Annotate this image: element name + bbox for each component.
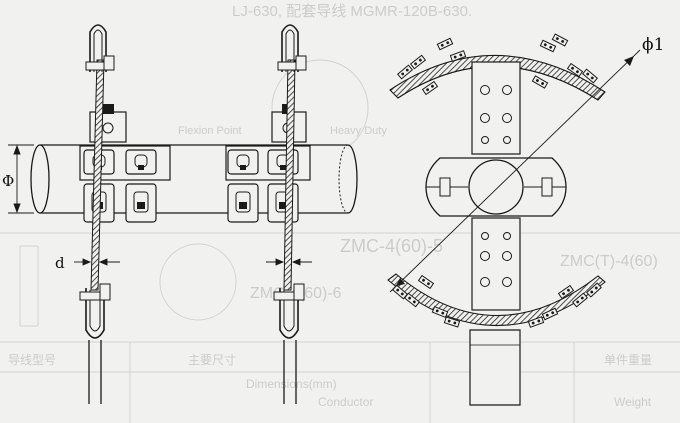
d-label: d bbox=[55, 254, 65, 272]
bleed-text-r5c: 主要尺寸 bbox=[188, 353, 236, 367]
bleed-text-r6c: Weight bbox=[614, 395, 652, 409]
left-spacer-assembly bbox=[79, 24, 171, 404]
phi1-leader bbox=[389, 49, 641, 293]
front-view bbox=[387, 33, 641, 406]
bleed-text-r1b: Heavy Duty bbox=[330, 125, 387, 137]
bleed-text-r1a: Flexion Point bbox=[178, 125, 242, 137]
bleed-through-layer: LJ-630, 配套导线 MGMR-120B-630. Flexion Poin… bbox=[0, 3, 680, 423]
right-spacer-assembly bbox=[225, 24, 312, 404]
bleed-text-r6b: Dimensions(mm) bbox=[246, 377, 337, 391]
lower-bolt-holes bbox=[480, 232, 512, 287]
bleed-text-top: LJ-630, 配套导线 MGMR-120B-630. bbox=[232, 3, 472, 20]
upper-bolt-holes bbox=[480, 85, 512, 144]
bleed-text-r3b: ZMC(T)-4(60) bbox=[560, 253, 658, 270]
bleed-table-lines bbox=[0, 59, 680, 423]
bleed-text-r5b: 导线型号 bbox=[8, 353, 56, 367]
diameter-label: Φ bbox=[2, 172, 14, 190]
diameter-dimension bbox=[8, 144, 34, 214]
bleed-text-r4: Conductor bbox=[318, 395, 373, 409]
bleed-text-r2a: ZMC-4(60)-5 bbox=[340, 236, 443, 256]
tube-clamp bbox=[425, 157, 567, 217]
phi1-label: ϕ1 bbox=[642, 35, 664, 55]
d-dimension bbox=[74, 258, 120, 266]
side-view: Φ bbox=[2, 24, 358, 404]
bleed-text-r5d: 单件重量 bbox=[604, 353, 652, 367]
